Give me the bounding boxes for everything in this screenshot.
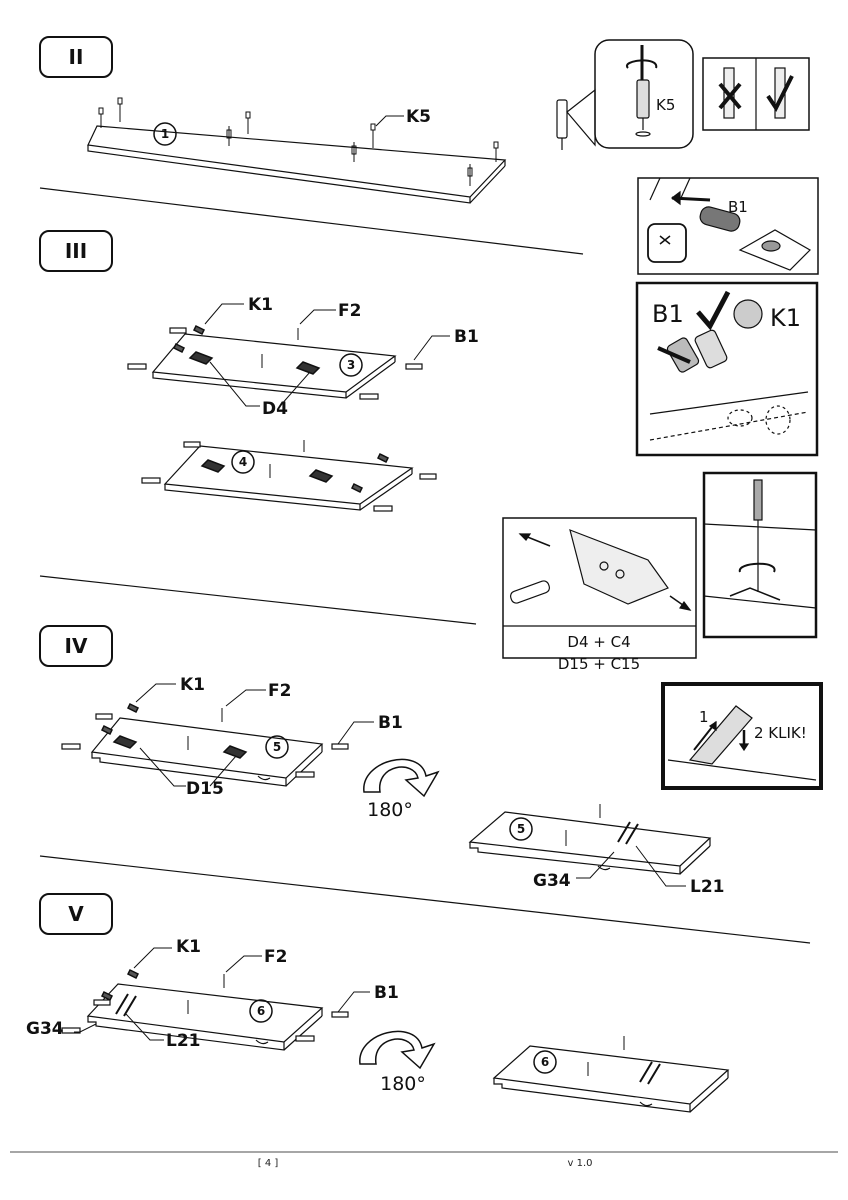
label-f2: F2	[264, 947, 287, 967]
detail-label-b1: B1	[728, 198, 748, 216]
k5-detail: K5	[556, 39, 694, 150]
version-label: v 1.0	[568, 1158, 593, 1169]
page-number: [ 4 ]	[258, 1158, 279, 1169]
label-d4: D4	[262, 399, 288, 419]
b1-insert-detail: B1	[637, 177, 819, 275]
detail-label-k1-big: K1	[770, 304, 801, 332]
step-number-2: II	[69, 45, 84, 69]
label-b1: B1	[374, 983, 399, 1003]
cross-icon	[657, 346, 691, 364]
panel-number: 6	[257, 1004, 265, 1018]
cross-icon	[718, 82, 742, 110]
label-l21: L21	[166, 1031, 201, 1051]
klik-detail: 1 2 KLIK!	[661, 682, 823, 790]
label-l21: L21	[690, 877, 725, 897]
panel-5-flipped	[468, 804, 712, 875]
step-badge-2	[39, 36, 113, 78]
separator-line	[39, 187, 584, 255]
panel-number: 5	[517, 822, 525, 836]
rotation-label: 180°	[367, 799, 413, 821]
label-f2: F2	[268, 681, 291, 701]
step-3: III 3 K1 F2 B1 D4	[39, 177, 819, 673]
label-k5: K5	[406, 107, 431, 127]
panel-number: 4	[239, 455, 247, 469]
label-b1: B1	[454, 327, 479, 347]
klik-step-1: 1	[699, 708, 709, 726]
panel-6-flipped	[492, 1036, 730, 1113]
label-k1: K1	[176, 937, 201, 957]
step-number-5: V	[68, 902, 84, 926]
separator-line	[39, 575, 477, 625]
screw-detail	[702, 471, 818, 639]
label-k1: K1	[248, 295, 273, 315]
hinge-detail: D4 + C4 D15 + C15	[502, 517, 697, 673]
b1-k1-detail: B1 K1	[635, 281, 819, 457]
separator-line	[39, 855, 811, 944]
label-d15: D15	[186, 779, 224, 799]
hinge-label-2: D15 + C15	[558, 655, 640, 673]
panel-3	[127, 324, 423, 400]
tool-icon	[659, 235, 671, 245]
klik-step-2: 2 KLIK!	[754, 724, 807, 742]
panel-number: 5	[273, 740, 281, 754]
detail-label-b1-big: B1	[652, 300, 684, 328]
long-panel-1	[87, 97, 507, 204]
panel-5	[61, 702, 349, 787]
step-badge-3	[39, 230, 113, 272]
label-k1: K1	[180, 675, 205, 695]
label-g34: G34	[26, 1019, 64, 1039]
step-4: IV 5 K1 F2 B1 D15 180°	[39, 625, 823, 897]
k5-correct-incorrect-detail	[702, 57, 810, 131]
hinge-label-1: D4 + C4	[567, 633, 630, 651]
step-number-4: IV	[65, 634, 88, 658]
step-badge-4	[39, 625, 113, 667]
panel-number: 1	[161, 127, 169, 141]
step-badge-5	[39, 893, 113, 935]
label-b1: B1	[378, 713, 403, 733]
panel-number-circle	[153, 122, 177, 146]
check-icon	[766, 75, 794, 112]
rotate-arrow-icon	[359, 1030, 436, 1070]
step-5: V 6 K1 F2 B1 G34 L21 18	[26, 893, 730, 1113]
label-f2: F2	[338, 301, 361, 321]
detail-label-k5: K5	[656, 96, 675, 114]
panel-6	[61, 968, 349, 1051]
panel-4	[141, 440, 437, 512]
panel-number: 6	[541, 1055, 549, 1069]
rotation-label: 180°	[380, 1073, 426, 1095]
step-2: II 1 K5	[39, 36, 810, 204]
step-number-3: III	[65, 239, 87, 263]
check-icon	[696, 290, 731, 331]
rotate-arrow-icon	[363, 758, 440, 798]
label-g34: G34	[533, 871, 571, 891]
panel-number: 3	[347, 358, 355, 372]
